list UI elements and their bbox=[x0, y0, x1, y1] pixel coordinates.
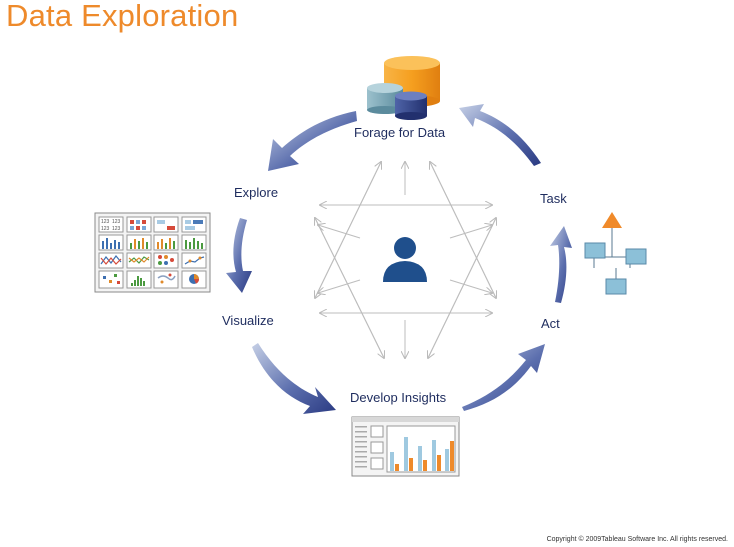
label-act: Act bbox=[541, 316, 560, 331]
user-icon bbox=[372, 228, 436, 290]
cycle-arrow-task-to-forage bbox=[459, 104, 541, 166]
cycle-arrow-visualize-to-insights bbox=[252, 343, 336, 414]
central-network bbox=[315, 162, 496, 358]
copyright-notice: Copyright © 2009Tableau Software Inc. Al… bbox=[546, 536, 728, 543]
thumb-label-3: 123 bbox=[101, 226, 110, 232]
dashboard-icon bbox=[351, 416, 460, 477]
database-icon bbox=[367, 56, 440, 120]
label-forage-for-data: Forage for Data bbox=[354, 125, 446, 140]
label-explore: Explore bbox=[234, 185, 279, 200]
thumb-label-4: 123 bbox=[112, 226, 121, 232]
page-title: Data Exploration bbox=[6, 0, 239, 33]
cycle-arrow-forage-to-explore bbox=[268, 111, 357, 171]
cycle-arrow-explore-to-visualize bbox=[226, 218, 252, 293]
task-hierarchy-icon bbox=[584, 212, 647, 295]
label-develop-insights: Develop Insights bbox=[350, 390, 447, 405]
chart-gallery-icon bbox=[94, 212, 211, 293]
cycle-arrow-act-to-task bbox=[550, 226, 572, 303]
label-visualize: Visualize bbox=[222, 313, 274, 328]
thumbnail-text-labels: 123 123 123 123 bbox=[101, 219, 121, 232]
thumb-label-1: 123 bbox=[101, 219, 110, 225]
label-task: Task bbox=[540, 191, 567, 206]
thumb-label-2: 123 bbox=[112, 219, 121, 225]
cycle-arrow-insights-to-act bbox=[462, 344, 545, 411]
